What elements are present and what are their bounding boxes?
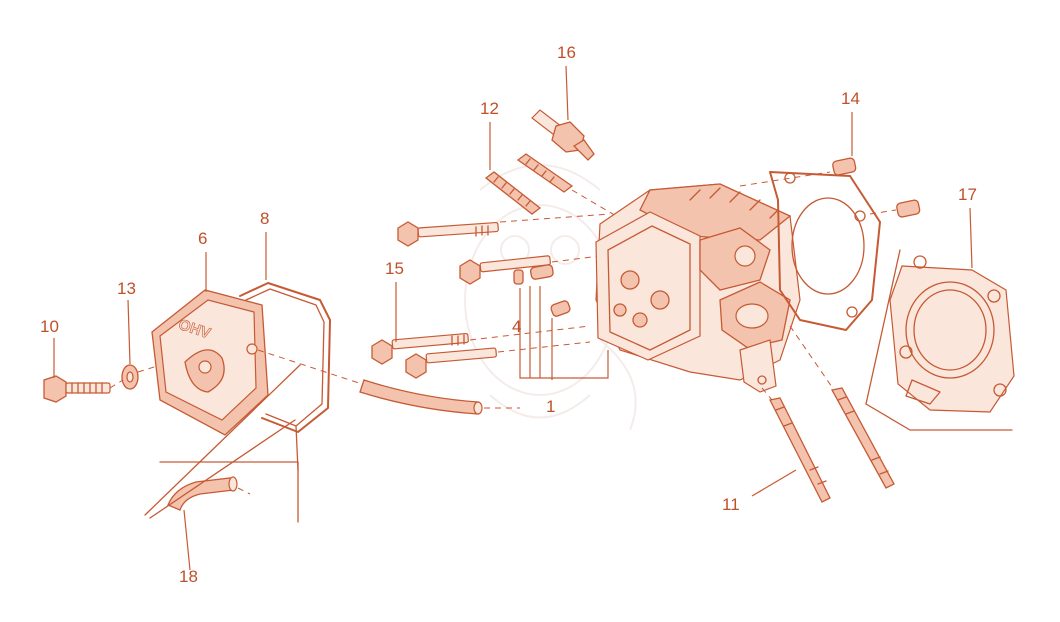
part-head-bolt-mid: [459, 255, 551, 285]
callout-12: 12: [480, 99, 499, 118]
part-18-breather-elbow: [144, 364, 301, 523]
callout-11: 11: [722, 495, 740, 514]
callout-14: 14: [841, 89, 860, 108]
part-11-long-studs: [761, 325, 895, 503]
part-17-gasket: [865, 249, 1015, 431]
part-15-head-bolt: [371, 332, 469, 365]
callout-18: 18: [179, 567, 198, 586]
callout-leaders: [53, 65, 973, 571]
part-head-bolt-low: [405, 347, 497, 379]
callout-16: 16: [557, 43, 576, 62]
part-14-dowel-sleeves: [739, 157, 921, 218]
callout-15: 15: [385, 259, 404, 278]
callout-17: 17: [958, 185, 977, 204]
callout-10: 10: [40, 317, 59, 336]
part-16-spark-plug: [531, 109, 595, 161]
part-12-stud: [484, 171, 542, 215]
callout-labels: 10 13 6 8 12 16 15 4 1 14 17 11 18: [40, 43, 977, 586]
part-10-flange-bolt: [43, 375, 111, 403]
part-13-washer: [121, 364, 139, 390]
cylinder-head-assembly: [595, 183, 801, 393]
callout-8: 8: [260, 209, 269, 228]
callout-4: 4: [512, 317, 521, 336]
part-head-bolt-top: [397, 221, 499, 247]
part-breather-hose: [257, 349, 520, 415]
callout-6: 6: [198, 229, 207, 248]
part-head-gasket-rear: [769, 171, 881, 331]
part-6-valve-cover: OHV: [151, 289, 269, 436]
callout-13: 13: [117, 279, 136, 298]
part-4-dowels: [513, 264, 571, 317]
assembly-line-10: [109, 379, 124, 389]
part-stud-upper: [516, 153, 574, 193]
callout-1: 1: [546, 397, 555, 416]
